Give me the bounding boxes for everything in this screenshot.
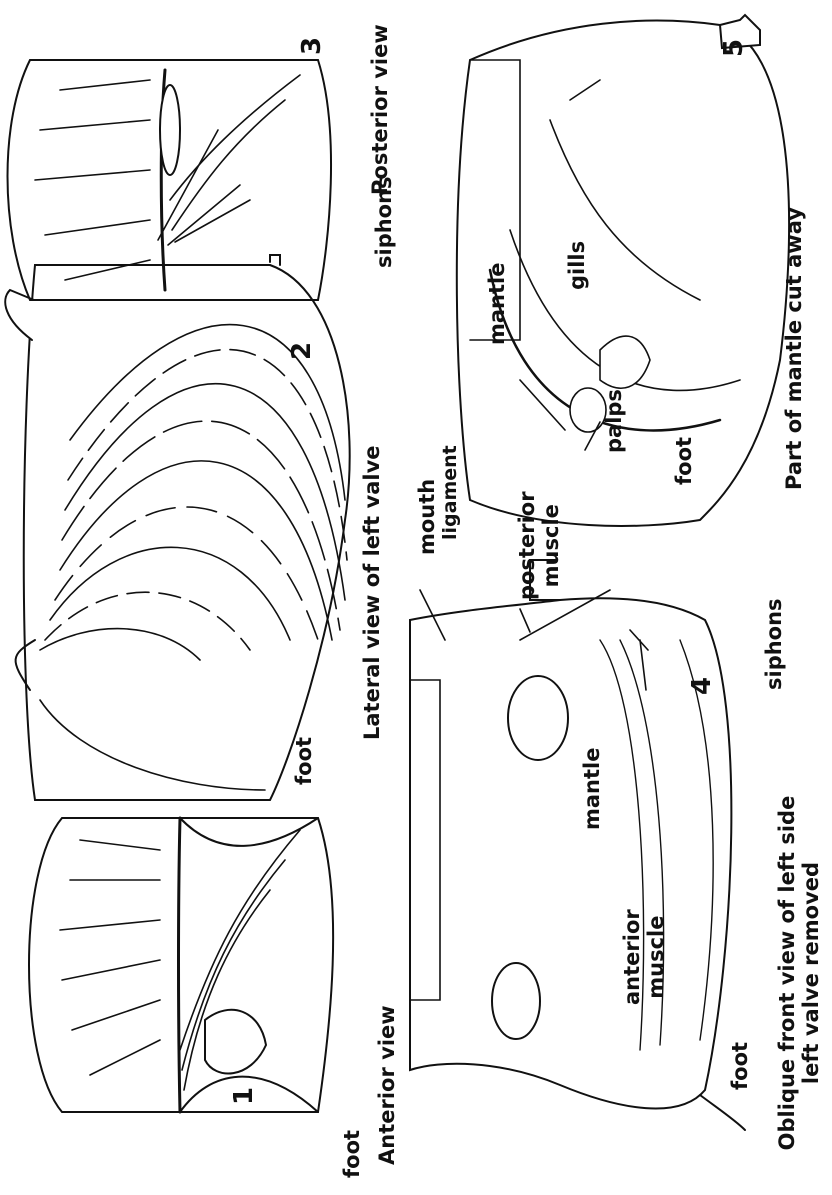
figure-3-number: 3 [298,37,328,55]
figure-5-palps-label: palps [602,389,626,453]
figure-4-caption: Oblique front view of left side left val… [775,793,823,1153]
figure-4-posterior-muscle-label: posterior muscle [515,491,563,600]
figure-3-caption: Posterior view [368,24,392,195]
figure-1-number: 1 [230,1087,260,1105]
figure-1-caption: Anterior view [375,1005,399,1165]
figure-4-foot-label: foot [728,1042,752,1090]
muscle-word-2: muscle [539,491,563,600]
posterior-word: posterior [515,491,539,600]
figure-1-foot-label: foot [340,1130,364,1178]
figure-2-foot-label: foot [292,737,316,785]
figure-4-caption-line-1: Oblique front view of left side [775,793,799,1153]
figure-5-mouth-label: mouth [415,479,439,555]
figure-2-number: 2 [288,342,318,360]
figure-4-caption-line-2: left valve removed [799,793,823,1153]
anterior-word: anterior [620,909,644,1005]
figure-5-number: 5 [720,39,750,57]
figure-5-foot-label: foot [672,437,696,485]
muscle-word-1: muscle [644,909,668,1005]
figure-4-ligament-label: ligament [440,445,462,540]
figure-4-anterior-muscle-label: anterior muscle [620,909,668,1005]
figure-2-caption: Lateral view of left valve [360,445,384,740]
figure-5-mantle-label: mantle [485,263,509,345]
figure-5-gills-label: gills [565,241,589,290]
figure-4-number: 4 [688,677,718,695]
figure-4-mantle-label: mantle [580,748,604,830]
figure-5-caption: Part of mantle cut away [782,207,806,490]
figure-4-siphons-label: siphons [762,598,786,690]
